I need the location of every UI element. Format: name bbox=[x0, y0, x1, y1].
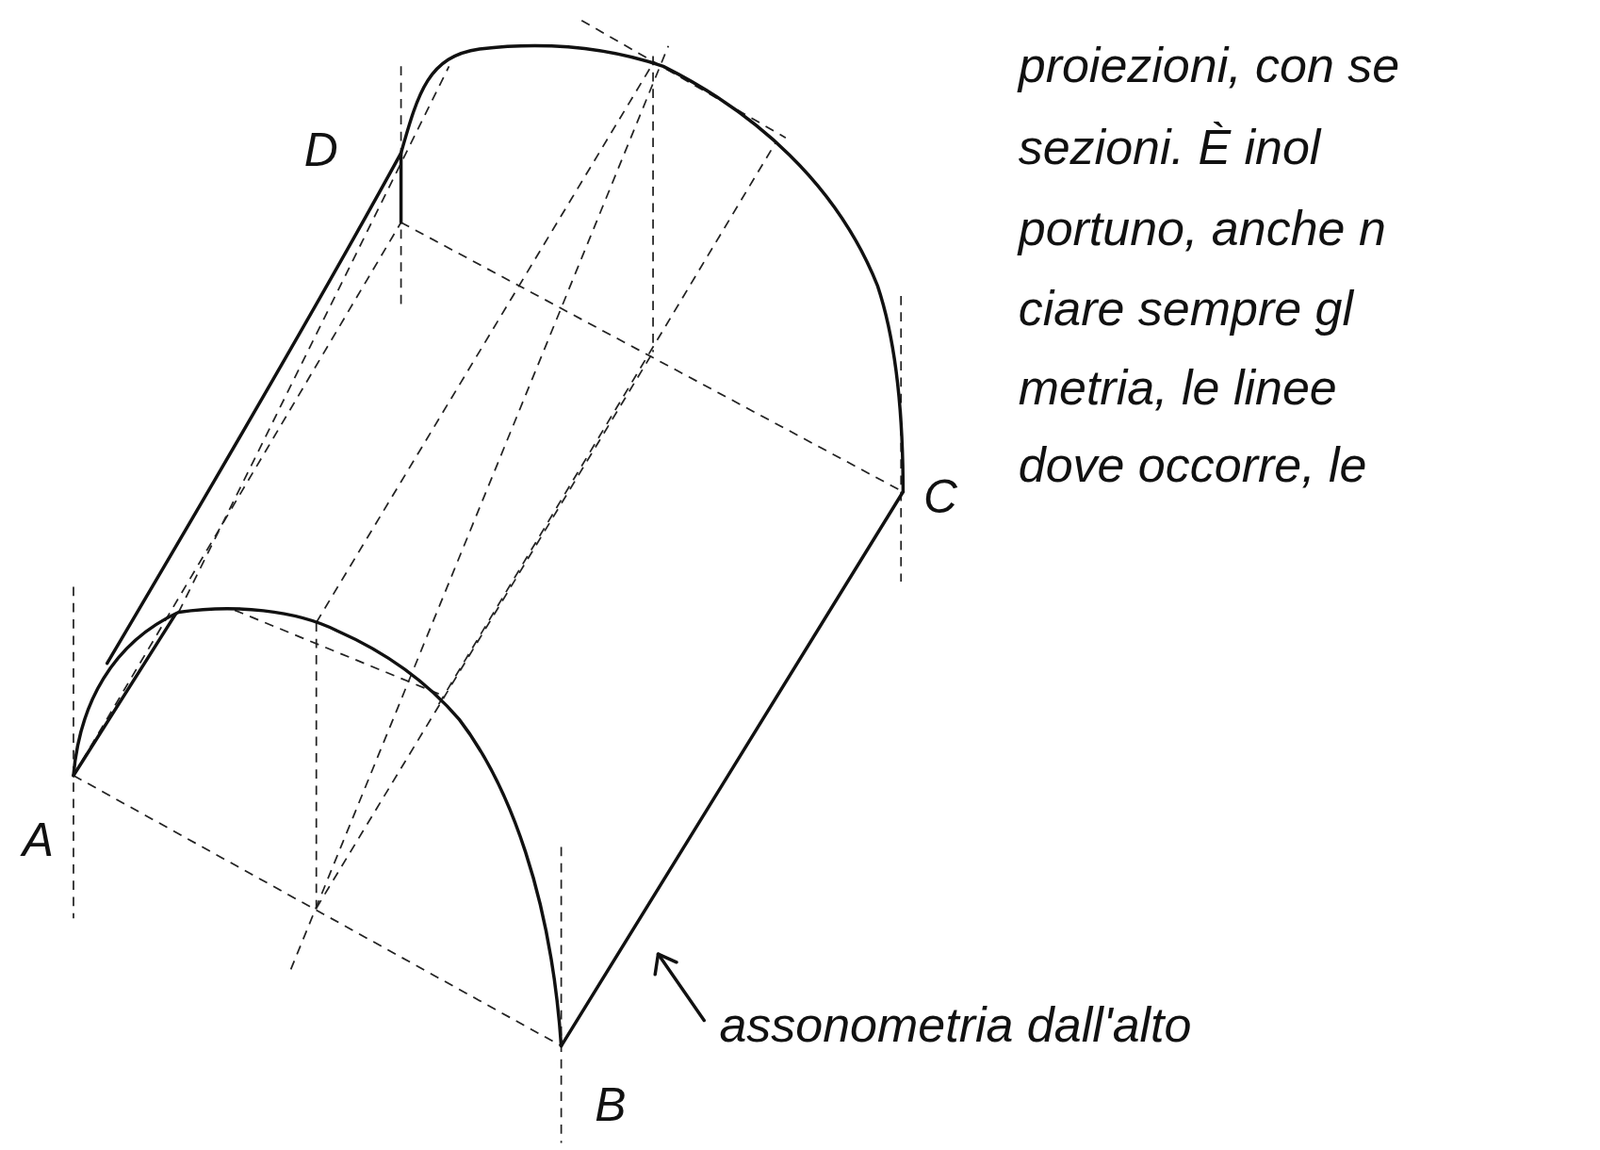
edge-line bbox=[73, 614, 176, 776]
note-text: proiezioni, con se bbox=[1018, 38, 1400, 93]
generatrix bbox=[179, 65, 450, 612]
vertical-guide bbox=[72, 586, 75, 918]
tangent-line bbox=[581, 20, 786, 138]
generatrix bbox=[316, 63, 654, 622]
arrow-head bbox=[654, 953, 677, 975]
note-text: metria, le linee bbox=[1018, 360, 1338, 415]
front-arc bbox=[73, 608, 562, 1046]
base-edge bbox=[73, 222, 402, 776]
point-label: C bbox=[923, 471, 958, 523]
base-edge bbox=[73, 775, 562, 1046]
back-arc bbox=[401, 46, 904, 492]
leader-line bbox=[657, 953, 704, 1020]
outline bbox=[73, 46, 903, 1046]
silhouette bbox=[107, 152, 402, 663]
generatrix bbox=[439, 143, 776, 704]
edge-line bbox=[561, 491, 904, 1046]
vertical-guide bbox=[652, 56, 654, 353]
base-edge bbox=[401, 222, 904, 492]
caption-text: assonometria dall'alto bbox=[718, 997, 1192, 1052]
note-text: portuno, anche n bbox=[1018, 201, 1387, 256]
point-label: A bbox=[22, 814, 54, 866]
tangent-line bbox=[234, 609, 440, 694]
note-text: dove occorre, le bbox=[1018, 438, 1368, 492]
note-text: ciare sempre gl bbox=[1018, 281, 1354, 336]
vertical-guide bbox=[560, 846, 563, 1143]
generatrix bbox=[316, 351, 654, 908]
point-label: D bbox=[304, 124, 339, 177]
construction-lines bbox=[73, 20, 903, 1143]
vertical-guide bbox=[315, 621, 318, 914]
axis-line bbox=[291, 46, 670, 970]
note-text: sezioni. È inol bbox=[1018, 120, 1322, 175]
point-label: B bbox=[594, 1078, 626, 1131]
